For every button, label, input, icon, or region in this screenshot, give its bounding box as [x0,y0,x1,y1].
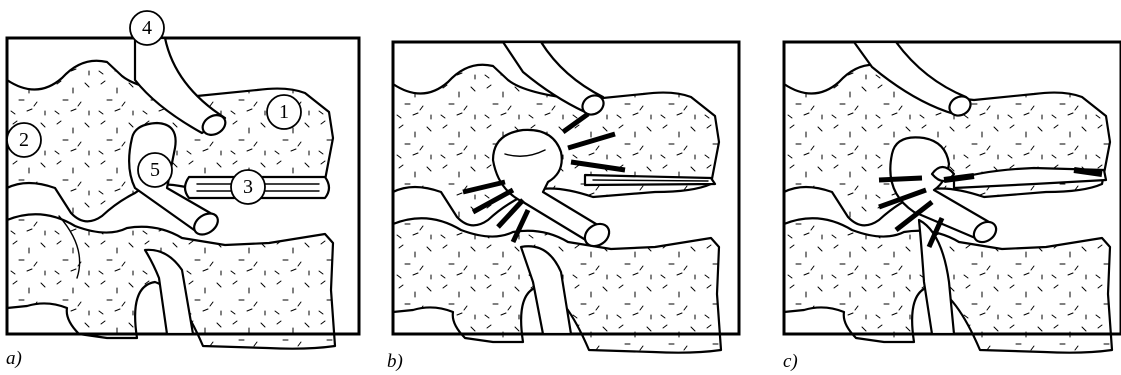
label-3-text: 3 [243,176,253,198]
panel-c [784,42,1121,353]
label-5-text: 5 [150,159,160,181]
label-1: 1 [267,95,301,129]
label-4-text: 4 [142,17,152,39]
label-2-text: 2 [19,129,29,151]
label-1-text: 1 [279,101,289,123]
disc-pain-mark-right [1074,170,1102,174]
caption-b: b) [387,351,403,372]
disc-line-b [593,180,708,181]
caption-c: c) [783,351,798,372]
caption-a: a) [6,348,22,369]
panel-a [7,38,359,349]
panel-b [393,42,739,353]
label-4: 4 [130,11,164,45]
label-3: 3 [231,170,265,204]
label-2: 2 [7,123,41,157]
label-5: 5 [138,153,172,187]
disc-pain-mark [944,176,974,180]
